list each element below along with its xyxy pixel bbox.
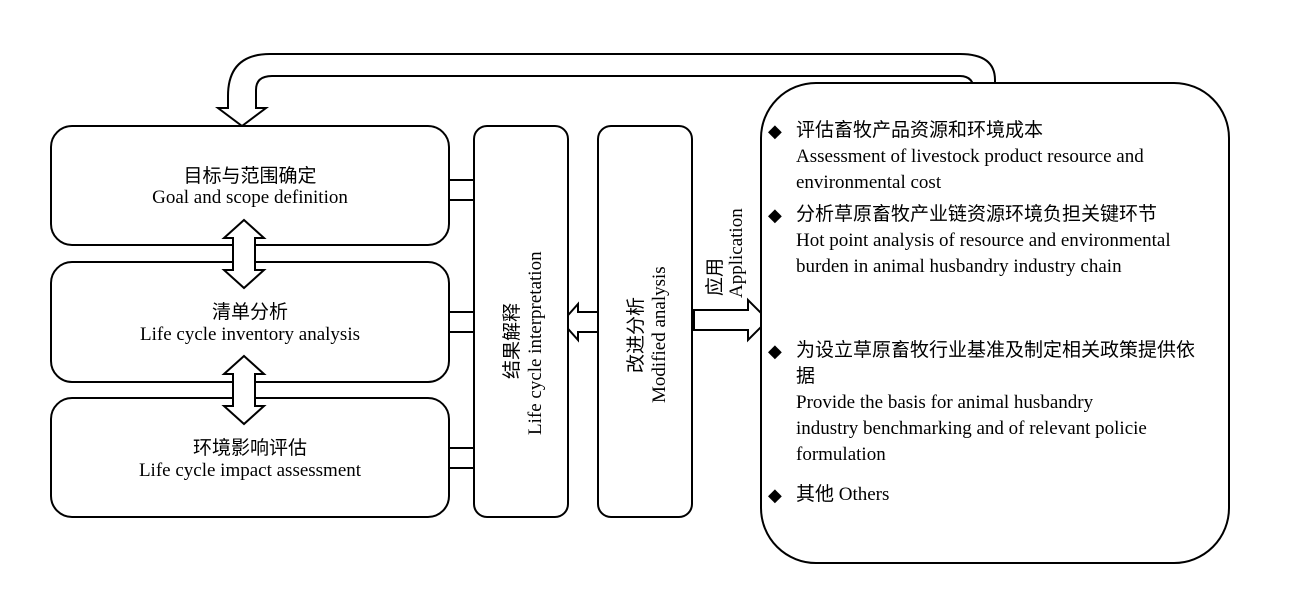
application-item-1-en: Assessment of livestock product resource…	[796, 146, 1144, 193]
application-item-3-zh: 为设立草原畜牧行业基准及制定相关政策提供依据	[796, 340, 1196, 387]
goal-scope-box: 目标与范围确定 Goal and scope definition	[50, 125, 450, 246]
diamond-bullet-icon: ◆	[768, 121, 782, 141]
feedback-arrow	[215, 53, 996, 128]
diamond-bullet-icon: ◆	[768, 341, 782, 361]
impact-zh: 环境影响评估	[192, 438, 307, 459]
application-item-4-zh: 其他 Others	[796, 484, 890, 505]
application-item-1-zh: 评估畜牧产品资源和环境成本	[796, 120, 1044, 141]
application-item-2-en: Hot point analysis of resource and envir…	[796, 230, 1171, 277]
modified-analysis-en: Modified analysis	[649, 266, 670, 403]
application-item-2-zh: 分析草原畜牧产业链资源环境负担关键环节	[796, 204, 1158, 225]
application-item-3: ◆ 为设立草原畜牧行业基准及制定相关政策提供依据 Provide the bas…	[768, 338, 1216, 468]
interpretation-en: Life cycle interpretation	[525, 251, 546, 435]
application-zh: 应用	[705, 257, 726, 296]
diamond-bullet-icon: ◆	[768, 485, 782, 505]
application-item-1: ◆ 评估畜牧产品资源和环境成本 Assessment of livestock …	[768, 118, 1216, 196]
goal-scope-en: Goal and scope definition	[152, 187, 348, 208]
application-item-2: ◆ 分析草原畜牧产业链资源环境负担关键环节 Hot point analysis…	[768, 202, 1216, 280]
application-en: Application	[726, 208, 747, 298]
inventory-en: Life cycle inventory analysis	[139, 324, 360, 345]
interpretation-box: 结果解释 Life cycle interpretation	[473, 125, 569, 518]
diamond-bullet-icon: ◆	[768, 205, 782, 225]
application-item-4: ◆ 其他 Others	[768, 482, 1216, 508]
inventory-zh: 清单分析	[211, 302, 288, 323]
goal-scope-zh: 目标与范围确定	[183, 166, 317, 187]
application-item-3-en: Provide the basis for animal husbandry i…	[796, 392, 1147, 465]
application-arrow	[693, 297, 770, 343]
impact-box: 环境影响评估 Life cycle impact assessment	[50, 397, 450, 518]
modified-analysis-zh: 改进分析	[626, 296, 647, 373]
applications-box: ◆ 评估畜牧产品资源和环境成本 Assessment of livestock …	[760, 82, 1230, 564]
inventory-box: 清单分析 Life cycle inventory analysis	[50, 261, 450, 383]
interpretation-zh: 结果解释	[502, 302, 523, 379]
modified-analysis-box: 改进分析 Modified analysis	[597, 125, 693, 518]
impact-en: Life cycle impact assessment	[138, 460, 362, 481]
